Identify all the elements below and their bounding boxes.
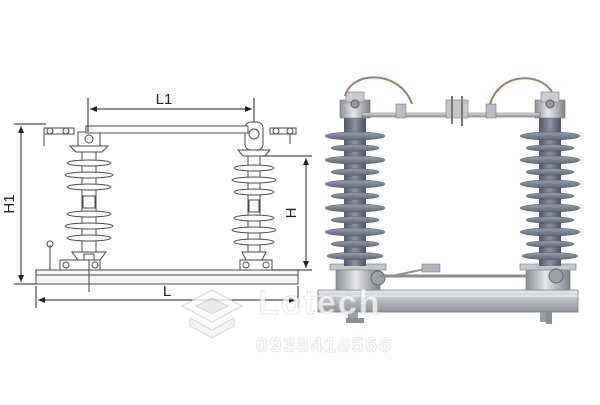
technical-drawing xyxy=(35,121,299,292)
photo-base-frame xyxy=(317,289,579,324)
dimension-label-h: H xyxy=(283,208,300,219)
photo-operating-linkage xyxy=(346,263,564,323)
lotech-s-logo-icon xyxy=(180,289,244,339)
watermark: Lotech 0938416566 xyxy=(180,284,393,357)
dimension-label-l1: L1 xyxy=(156,91,173,108)
drawing-operating-crank xyxy=(46,240,95,292)
watermark-phone: 0938416566 xyxy=(256,334,393,357)
drawing-base-frame xyxy=(35,259,299,285)
watermark-brand: Lotech xyxy=(258,284,381,322)
drawing-left-insulator xyxy=(64,131,114,261)
photo-right-insulator xyxy=(519,91,581,266)
dimension-lines xyxy=(14,98,312,308)
drawing-right-insulator xyxy=(231,121,277,261)
drawing-switch-blade xyxy=(43,125,297,146)
dimension-label-l: L xyxy=(163,283,171,300)
product-photo xyxy=(317,76,581,324)
photo-right-pedestal xyxy=(519,263,577,291)
photo-left-insulator xyxy=(324,91,386,266)
photo-contact-blade xyxy=(344,76,555,126)
photo-left-pedestal xyxy=(329,263,387,291)
dimension-label-h1: H1 xyxy=(1,194,18,213)
